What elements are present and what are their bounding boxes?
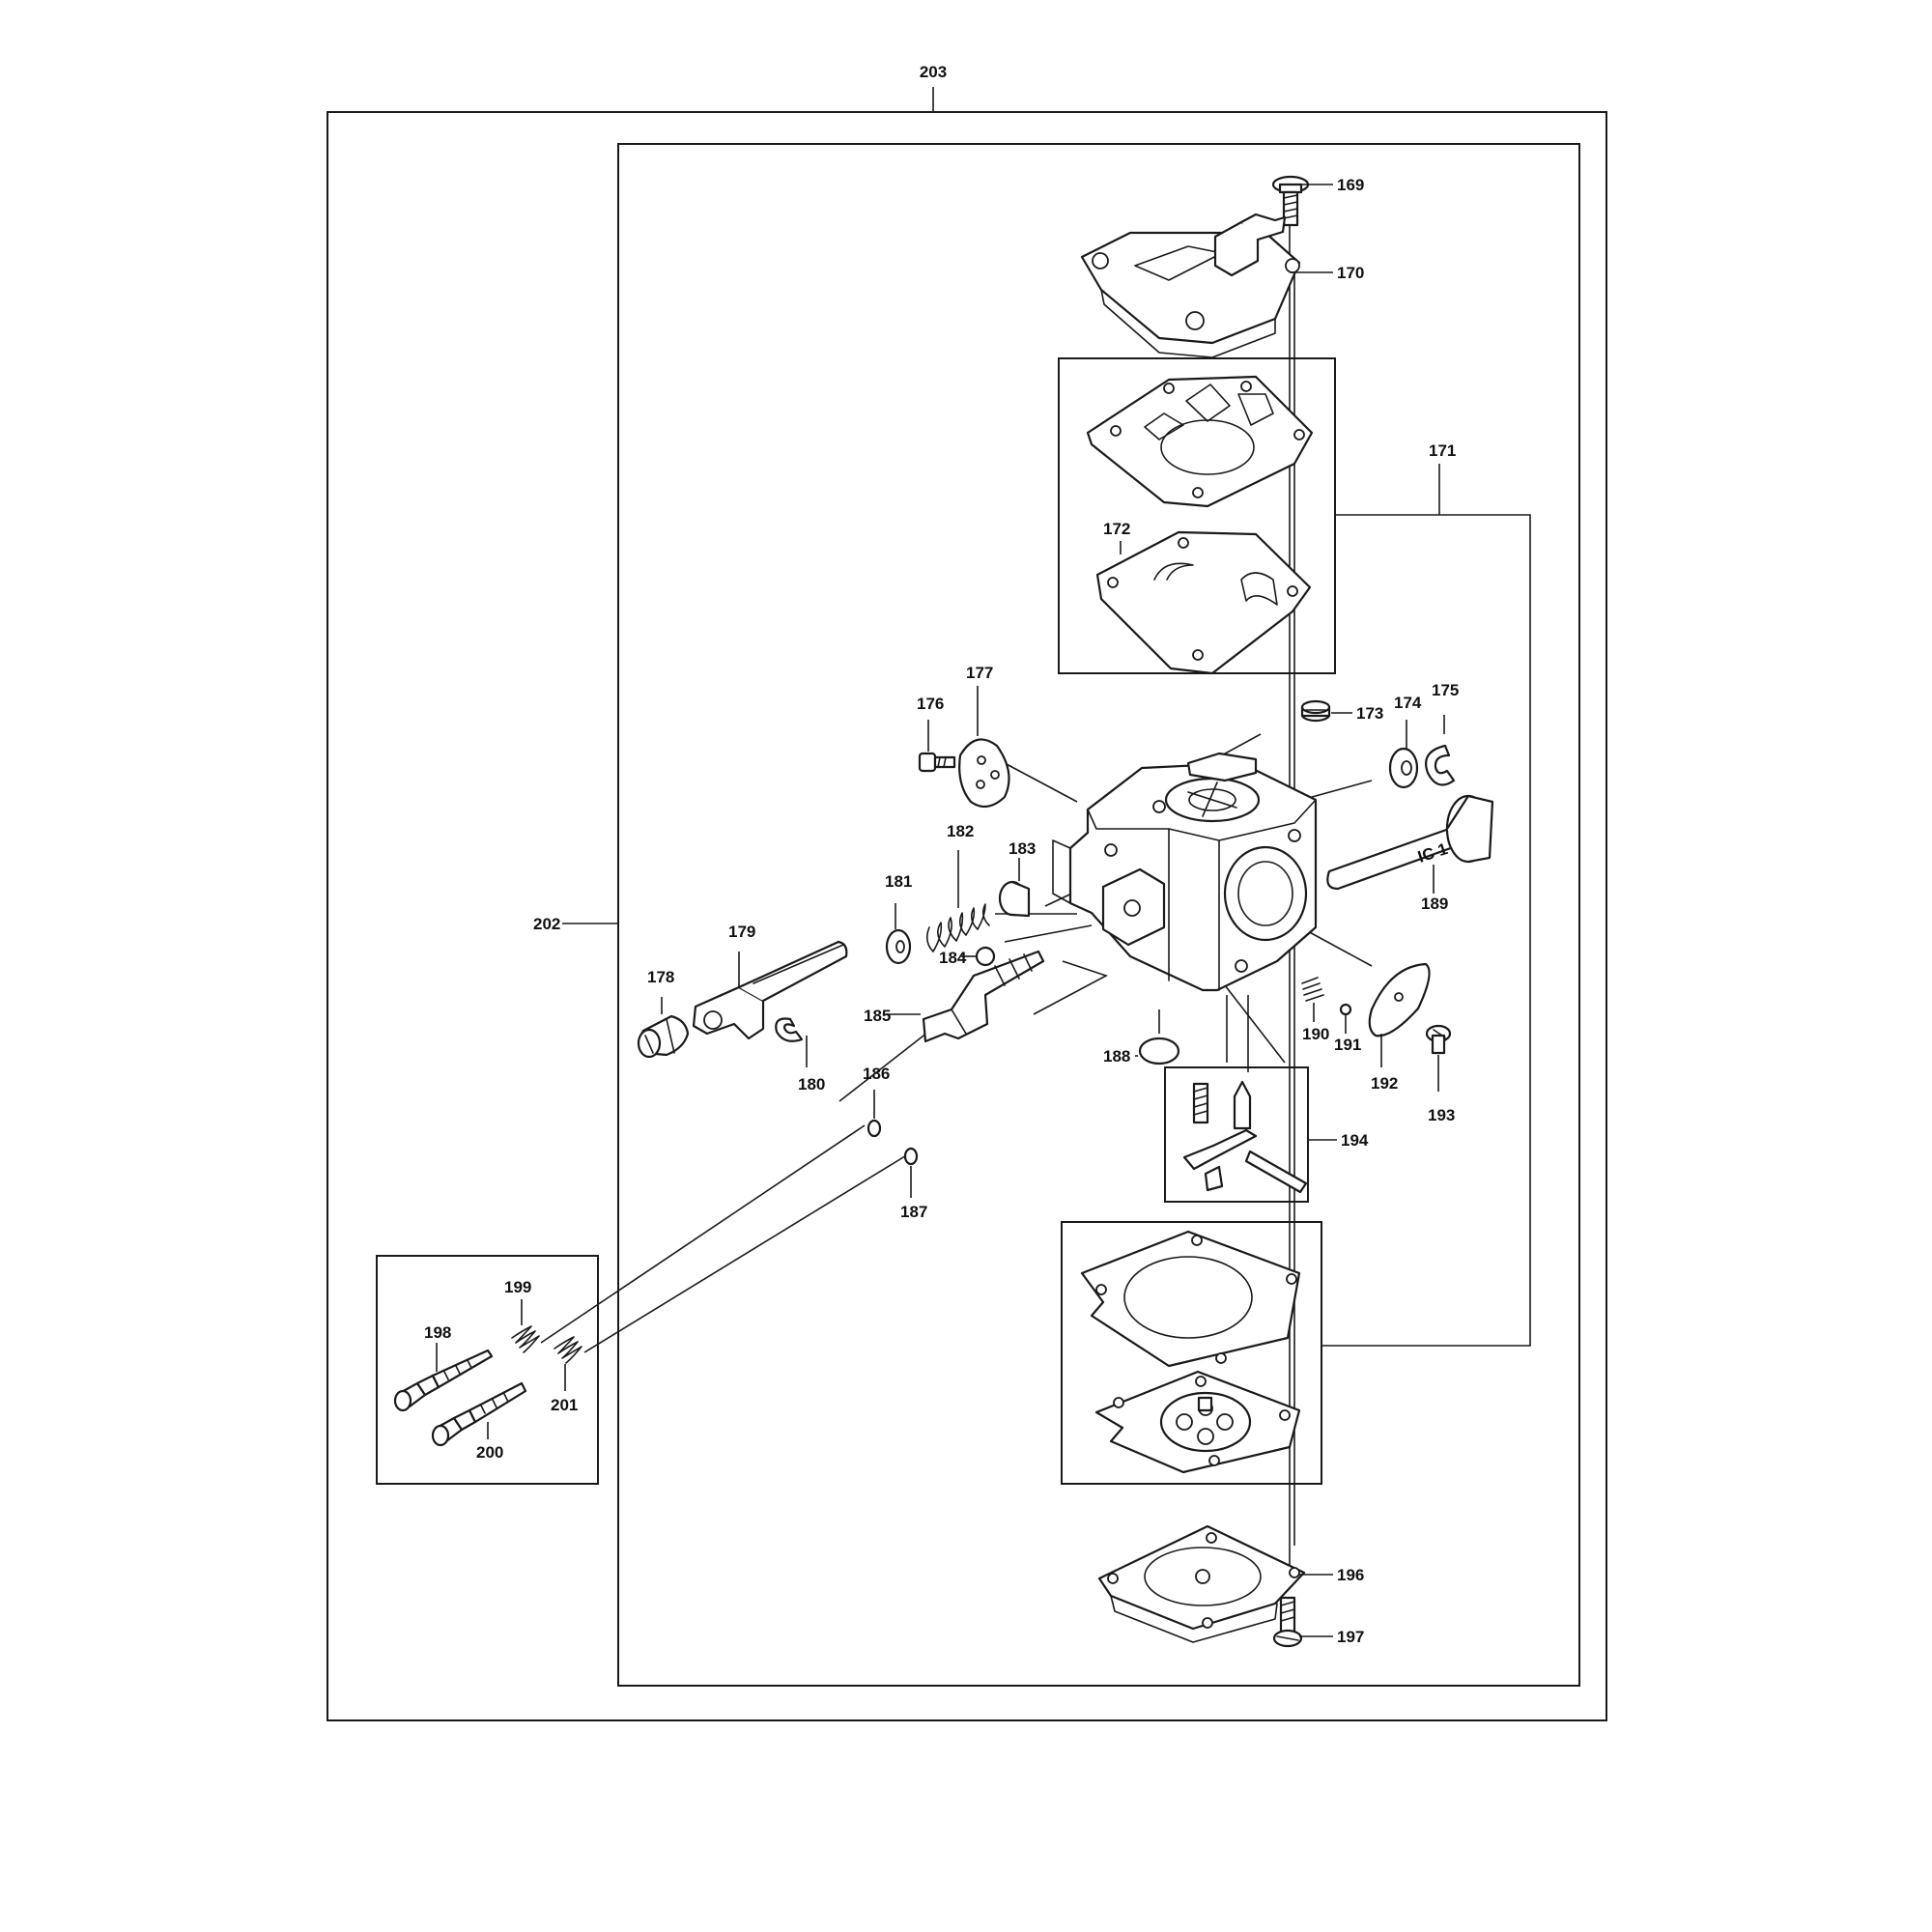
callout-180: 180 — [798, 1075, 825, 1094]
callout-192: 192 — [1371, 1074, 1398, 1093]
callout-170: 170 — [1337, 264, 1364, 282]
part-194-needle-lever-kit — [1182, 1080, 1308, 1194]
needle-lever-kit-frame-194 — [1164, 1066, 1337, 1203]
part-182-spring — [925, 850, 990, 952]
part-180-clip — [775, 1017, 808, 1067]
callout-193: 193 — [1428, 1106, 1455, 1124]
part-pump-gasket — [1086, 375, 1314, 508]
part-196-metering-cover — [1097, 1524, 1333, 1643]
callout-191: 191 — [1334, 1036, 1361, 1054]
kit-171-bracket — [1321, 464, 1531, 1347]
callout-183: 183 — [1009, 839, 1036, 858]
callout-189: 189 — [1421, 895, 1448, 913]
callout-172: 172 — [1103, 520, 1130, 538]
assembly-frame-203 — [327, 87, 1607, 1721]
callout-201: 201 — [551, 1396, 578, 1414]
gasket-kit-frame-bottom — [1061, 1221, 1322, 1485]
part-174-washer — [1388, 720, 1419, 789]
callout-190: 190 — [1302, 1025, 1329, 1043]
callout-174: 174 — [1394, 694, 1422, 712]
callout-178: 178 — [647, 968, 674, 986]
part-191-ball — [1339, 1003, 1352, 1034]
callout-175: 175 — [1432, 681, 1459, 699]
carburetor-body — [1052, 752, 1318, 992]
callout-188: 188 — [1103, 1047, 1130, 1065]
part-188-o-ring — [1135, 1037, 1180, 1065]
callout-199: 199 — [504, 1278, 531, 1296]
part-173-fuel-screen — [1300, 699, 1352, 723]
callout-179: 179 — [728, 923, 755, 941]
callout-187: 187 — [900, 1203, 927, 1221]
callout-202: 202 — [533, 915, 560, 933]
callout-185: 185 — [864, 1007, 891, 1025]
callout-labels: 203 202 169 170 171 172 173 174 175 176 … — [424, 63, 1459, 1646]
gasket-kit-frame-top — [1058, 357, 1336, 674]
callout-171: 171 — [1429, 441, 1456, 460]
callout-169: 169 — [1337, 176, 1364, 194]
part-197-screw — [1272, 1596, 1333, 1648]
part-192-throttle-plate — [1368, 962, 1431, 1067]
part-187-o-ring — [903, 1147, 919, 1198]
callout-203: 203 — [920, 63, 947, 81]
part-172-pump-diaphragm — [1095, 530, 1312, 675]
callout-176: 176 — [917, 695, 944, 713]
part-metering-gasket — [1080, 1230, 1301, 1368]
part-175-e-clip — [1425, 715, 1456, 786]
callout-181: 181 — [885, 872, 912, 891]
part-184-ball — [961, 946, 996, 967]
adjust-screw-kit-frame — [376, 1255, 599, 1485]
part-metering-diaphragm — [1094, 1370, 1301, 1474]
callout-184: 184 — [939, 949, 967, 967]
part-201-spring — [554, 1336, 582, 1391]
part-199-spring — [511, 1299, 540, 1353]
callout-186: 186 — [863, 1065, 890, 1083]
callout-173: 173 — [1356, 704, 1383, 723]
part-189-throttle-shaft: IC 1 — [1326, 794, 1494, 894]
callout-194: 194 — [1341, 1131, 1369, 1150]
part-190-spring — [1301, 977, 1324, 1022]
part-169-screw — [1271, 175, 1333, 227]
callout-182: 182 — [947, 822, 974, 840]
callout-200: 200 — [476, 1443, 503, 1462]
part-198-adjust-screw — [393, 1343, 494, 1412]
part-178-idle-screw — [637, 997, 690, 1059]
assembly-frame-202 — [562, 143, 1580, 1687]
part-193-screw — [1425, 1024, 1452, 1092]
part-170-pump-cover — [1080, 213, 1333, 358]
part-185-choke-shaft — [887, 950, 1045, 1043]
part-183-seal — [998, 858, 1031, 918]
part-176-screw — [918, 720, 956, 773]
callout-196: 196 — [1337, 1566, 1364, 1584]
part-186-o-ring — [867, 1090, 882, 1138]
callout-177: 177 — [966, 664, 993, 682]
part-179-choke-lever-shaft — [692, 940, 848, 1040]
callout-197: 197 — [1337, 1628, 1364, 1646]
part-181-washer — [885, 903, 912, 965]
callout-198: 198 — [424, 1323, 451, 1342]
part-177-throttle-plate — [958, 686, 1010, 809]
part-200-adjust-screw — [431, 1381, 527, 1447]
